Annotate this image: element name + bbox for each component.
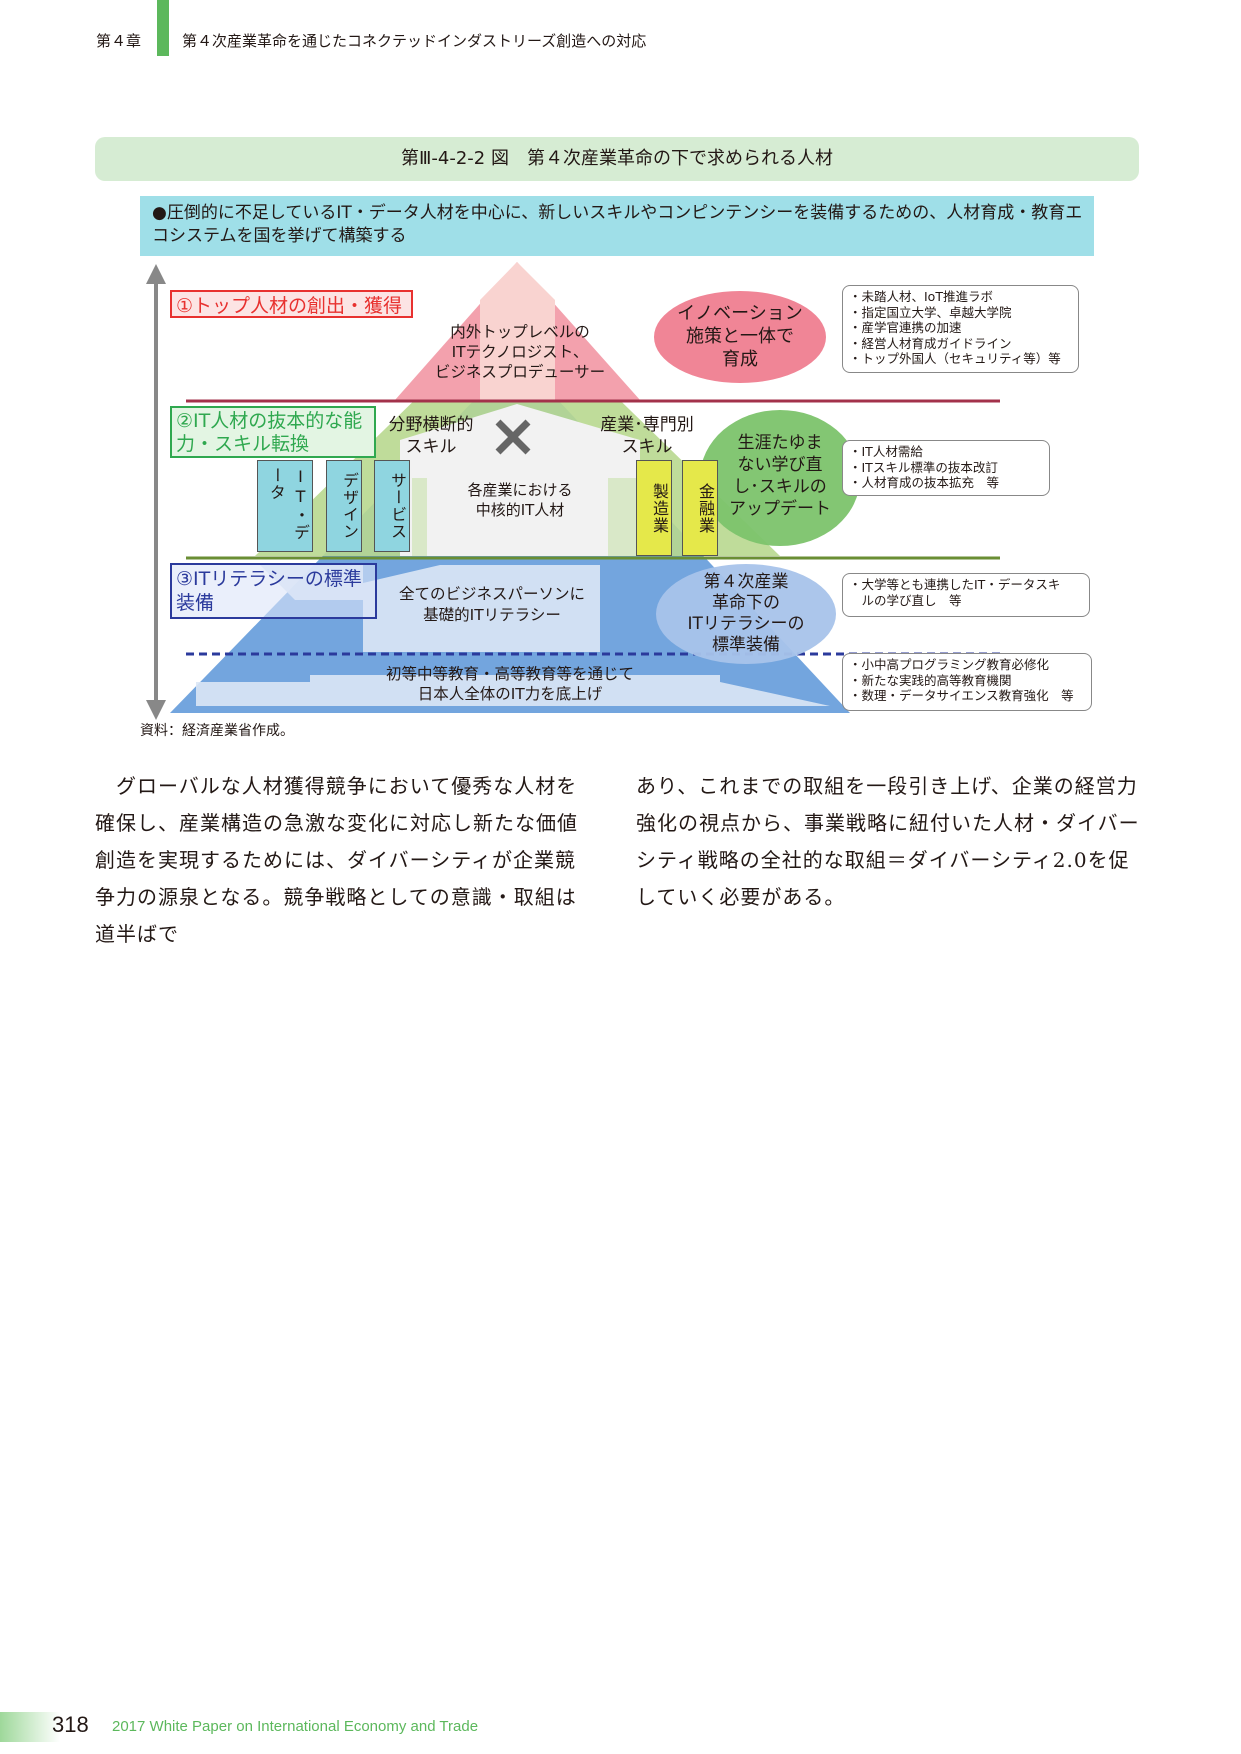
pillar-it-data: IT・データ — [257, 460, 313, 552]
note-middle: ・IT人材需給 ・ITスキル標準の抜本改訂 ・人材育成の抜本拡充 等 — [842, 440, 1050, 496]
level-top-label: ①トップ人材の創出・獲得 — [170, 290, 413, 318]
figure-title: 第Ⅲ-4-2-2 図 第４次産業革命の下で求められる人材 — [95, 137, 1139, 181]
pillar-service: サービス — [374, 460, 410, 552]
bottom-education-text: 初等中等教育・高等教育等を通じて 日本人全体のIT力を底上げ — [385, 665, 634, 703]
note-top: ・未踏人材、IoT推進ラボ ・指定国立大学、卓越大学院 ・産学官連携の加速 ・経… — [842, 285, 1079, 373]
body-paragraph-right: あり、これまでの取組を一段引き上げ、企業の経営力強化の視点から、事業戦略に紐付い… — [636, 774, 1140, 909]
note-base: ・大学等とも連携したIT・データスキ ルの学び直し 等 — [842, 573, 1090, 617]
figure-source: 資料：経済産業省作成。 — [140, 723, 294, 739]
chapter-label: 第４章 — [96, 32, 142, 50]
innovation-text: イノベーション 施策と一体で 育成 — [677, 303, 803, 370]
industry-skill-text: 産業･専門別 スキル — [600, 415, 694, 457]
pillar-finance: 金融業 — [682, 460, 718, 556]
cross-skill-text: 分野横断的 スキル — [388, 415, 474, 457]
page-number: 318 — [52, 1712, 89, 1737]
level-base-label: ③ITリテラシーの標準装備 — [170, 563, 377, 619]
figure-summary: ●圧倒的に不足しているIT・データ人材を中心に、新しいスキルやコンピンテンシーを… — [140, 196, 1094, 256]
base-4th-revolution-text: 第４次産業 革命下の ITリテラシーの 標準装備 — [687, 572, 805, 655]
chapter-title: 第４次産業革命を通じたコネクテッドインダストリーズ創造への対応 — [182, 32, 647, 50]
note-bottom: ・小中高プログラミング教育必修化 ・新たな実践的高等教育機関 ・数理・データサイ… — [842, 653, 1092, 711]
top-talent-text: 内外トップレベルの ITテクノロジスト、 ビジネスプロデューサー — [434, 323, 606, 381]
chapter-marker-bar — [157, 0, 169, 56]
core-it-text: 各産業における 中核的IT人材 — [467, 481, 573, 519]
pyramid-diagram — [146, 262, 1000, 720]
publication-title: 2017 White Paper on International Econom… — [112, 1718, 479, 1735]
lifelong-learning-text: 生涯たゆま ない学び直 し･スキルの アップデート — [729, 433, 831, 519]
level-middle-label: ②IT人材の抜本的な能力・スキル転換 — [170, 406, 376, 458]
pillar-design: デザイン — [326, 460, 362, 552]
base-all-business-text: 全てのビジネスパーソンに 基礎的ITリテラシー — [398, 585, 585, 624]
pillar-manufacturing: 製造業 — [636, 460, 672, 556]
body-paragraph-left: グローバルな人材獲得競争において優秀な人材を確保し、産業構造の急激な変化に対応し… — [95, 774, 578, 946]
footer-accent-bar — [0, 1712, 60, 1742]
